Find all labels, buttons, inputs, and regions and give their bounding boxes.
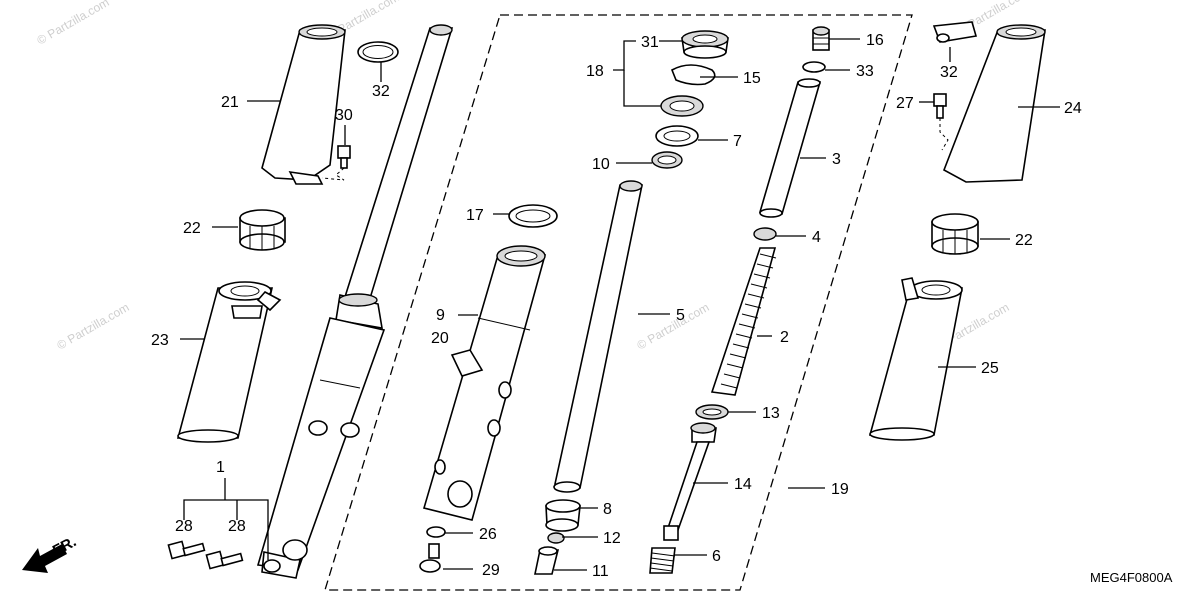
- callout-18: 18: [586, 63, 604, 80]
- callout-13: 13: [762, 405, 780, 422]
- callout-20: 20: [431, 330, 449, 347]
- fork-piston-14: [663, 422, 717, 541]
- front-direction-arrow: FR.: [22, 533, 79, 573]
- oil-lock-piece-11: [534, 546, 560, 575]
- callout-27: 27: [896, 95, 914, 112]
- sub-assembly-frame: [324, 14, 913, 591]
- watermark: © Partzilla.com: [635, 300, 712, 353]
- fork-tube-5: [553, 180, 643, 493]
- callout-21: 21: [221, 94, 239, 111]
- lower-fork-cover-23: [176, 281, 282, 443]
- washer-26: [426, 526, 446, 538]
- upper-fork-cover-24: [943, 24, 1046, 183]
- bolt-28-a: [167, 540, 206, 560]
- callout-24: 24: [1064, 100, 1082, 117]
- callout-31: 31: [641, 34, 659, 51]
- callout-6: 6: [712, 548, 721, 565]
- callout-10: 10: [592, 156, 610, 173]
- callout-26: 26: [479, 526, 497, 543]
- callout-22-left: 22: [183, 220, 201, 237]
- watermark: © Partzilla.com: [35, 0, 112, 48]
- callout-2: 2: [780, 329, 789, 346]
- callout-28-a: 28: [175, 518, 193, 535]
- bracket-32-right: [932, 21, 978, 43]
- bolt-28-b: [205, 550, 244, 570]
- callout-1: 1: [216, 459, 225, 476]
- spacer-3: [758, 78, 822, 218]
- slider-bushing-8: [545, 499, 581, 532]
- callout-29: 29: [482, 562, 500, 579]
- lower-fork-cover-25: [868, 277, 963, 441]
- bolt-27: [933, 93, 949, 151]
- callout-labels: 1 2 3 4 5 6 7 8 9 10 11 12 13 14 15 16 1…: [151, 32, 1082, 580]
- callout-19: 19: [831, 481, 849, 498]
- callout-4: 4: [812, 229, 821, 246]
- callout-17: 17: [466, 207, 484, 224]
- spring-seat-4: [753, 227, 777, 241]
- callout-14: 14: [734, 476, 752, 493]
- callout-7: 7: [733, 133, 742, 150]
- diagram-code: MEG4F0800A: [1090, 570, 1173, 585]
- fork-spring-2: [710, 247, 777, 396]
- callout-9: 9: [436, 307, 445, 324]
- dust-seal-31: [681, 30, 729, 59]
- washer-12: [547, 532, 565, 544]
- callout-8: 8: [603, 501, 612, 518]
- bearing-22-left: [239, 209, 286, 251]
- callout-32-right: 32: [940, 64, 958, 81]
- bolt-29: [419, 543, 441, 573]
- watermark: © Partzilla.com: [55, 300, 132, 353]
- callout-32-left: 32: [372, 83, 390, 100]
- callout-12: 12: [603, 530, 621, 547]
- callout-5: 5: [676, 307, 685, 324]
- callout-3: 3: [832, 151, 841, 168]
- oil-seal-18: [660, 95, 704, 117]
- callout-30: 30: [335, 107, 353, 124]
- callout-28-b: 28: [228, 518, 246, 535]
- bearing-22-right: [931, 213, 979, 255]
- upper-fork-cover-21: [261, 24, 346, 185]
- callout-16: 16: [866, 32, 884, 49]
- callout-23: 23: [151, 332, 169, 349]
- rebound-spring-6: [649, 547, 676, 574]
- fork-slider-9-20: [422, 245, 547, 521]
- bolt-30: [321, 145, 351, 181]
- fork-leg-assembly-left: [256, 24, 454, 579]
- callout-22-right: 22: [1015, 232, 1033, 249]
- fork-bolt-16: [812, 26, 830, 51]
- clip-15: [670, 64, 716, 86]
- callout-33: 33: [856, 63, 874, 80]
- o-ring-33: [802, 61, 826, 73]
- callout-25: 25: [981, 360, 999, 377]
- leader-lines: [180, 38, 1060, 571]
- callout-15: 15: [743, 70, 761, 87]
- callout-11: 11: [592, 563, 609, 580]
